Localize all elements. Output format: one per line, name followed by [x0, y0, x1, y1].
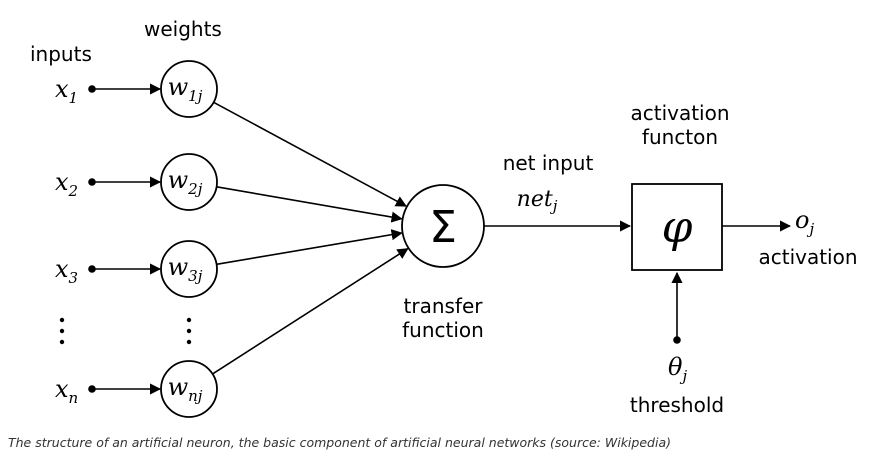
weight-node	[160, 60, 218, 118]
input-variable: x2	[55, 168, 78, 200]
input-variable: x1	[55, 75, 78, 107]
inputs-ellipsis	[59, 317, 65, 345]
output-o-j: oj	[795, 206, 814, 238]
weights-ellipsis	[186, 317, 192, 345]
input-row: x1 w1j	[55, 60, 407, 207]
input-variable: x3	[55, 255, 78, 287]
inputs-label: inputs	[30, 42, 92, 66]
weighted-input-arrow	[212, 248, 409, 375]
activation-function-label-2: functon	[642, 125, 718, 149]
net-j-label: netj	[517, 187, 558, 215]
input-dot	[88, 178, 96, 186]
input-row: x2 w2j	[55, 153, 403, 223]
weighted-input-arrow	[216, 229, 403, 266]
weights-label: weights	[144, 17, 222, 41]
input-variable: xn	[55, 375, 78, 407]
input-row: xn wnj	[55, 248, 409, 418]
sum-symbol: Σ	[429, 202, 457, 253]
weighted-input-arrow	[216, 186, 403, 223]
net-input-label: net input	[503, 151, 594, 175]
threshold-theta-j: θj	[668, 353, 687, 385]
weight-label: w2j	[168, 166, 203, 198]
transfer-function-label-1: transfer	[404, 294, 484, 318]
phi-symbol: φ	[662, 202, 693, 253]
weight-node	[160, 240, 218, 298]
input-row: x3 w3j	[55, 229, 403, 298]
threshold-label: threshold	[630, 393, 724, 417]
weight-node	[160, 153, 218, 211]
figure-caption: The structure of an artificial neuron, t…	[8, 435, 671, 450]
activation-function-box	[631, 183, 723, 271]
weighted-input-arrow	[213, 101, 407, 207]
input-dot	[88, 85, 96, 93]
input-dot	[88, 385, 96, 393]
activation-label: activation	[758, 245, 857, 269]
weight-label: w3j	[168, 253, 203, 285]
threshold-dot	[673, 336, 681, 344]
weight-node	[160, 360, 218, 418]
weight-label: w1j	[168, 73, 203, 105]
weight-label: wnj	[168, 373, 203, 405]
transfer-function-label-2: function	[402, 318, 484, 342]
neuron-diagram: inputs weights x1 w1j x2 w2j x3 w3j xn wnj Σ tr…	[30, 17, 858, 418]
activation-function-label-1: activation	[630, 101, 729, 125]
input-dot	[88, 265, 96, 273]
